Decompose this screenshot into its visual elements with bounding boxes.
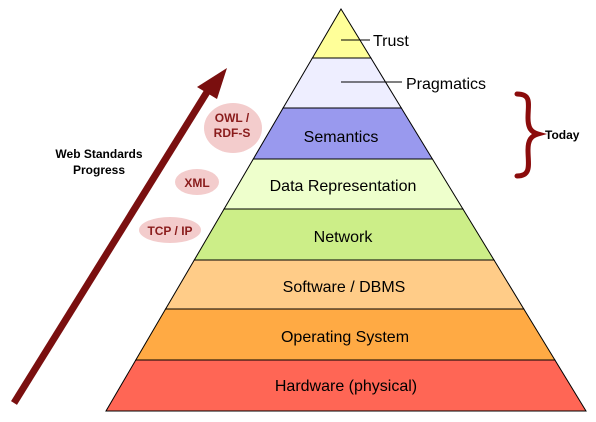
standard-badges: OWL / RDF-S XML TCP / IP <box>139 103 262 243</box>
badge-tcp-ip-label: TCP / IP <box>147 224 192 238</box>
badge-owl-rdfs <box>204 103 262 153</box>
pyramid-layer-trust <box>311 8 372 59</box>
progress-arrow-head <box>197 68 227 99</box>
layer-label-software-dbms: Software / DBMS <box>283 279 406 296</box>
layer-label-network: Network <box>314 229 374 246</box>
progress-arrow <box>11 68 227 405</box>
today-label: Today <box>545 128 580 142</box>
badge-tcp-ip <box>139 217 201 243</box>
layer-label-semantics: Semantics <box>304 129 379 146</box>
progress-label-line2: Progress <box>73 163 125 177</box>
pyramid-labels: Semantics Data Representation Network So… <box>270 129 418 395</box>
layer-label-data-representation: Data Representation <box>270 178 417 195</box>
callouts: Trust Pragmatics <box>341 33 486 93</box>
progress-arrow-shaft <box>11 82 215 405</box>
pyramid-layer-pragmatics <box>282 57 403 109</box>
brace-icon <box>514 91 548 179</box>
pragmatics-label: Pragmatics <box>406 76 486 93</box>
layer-label-hardware: Hardware (physical) <box>275 378 417 395</box>
badge-xml <box>175 169 219 195</box>
pyramid-layer-hardware <box>105 359 587 412</box>
layer-label-operating-system: Operating System <box>281 329 409 346</box>
trust-label: Trust <box>373 33 409 50</box>
progress-label-line1: Web Standards <box>55 147 142 161</box>
pyramid <box>105 8 587 412</box>
badge-xml-label: XML <box>184 176 209 190</box>
badge-owl-rdfs-line2: RDF-S <box>214 126 251 140</box>
badge-owl-rdfs-line1: OWL / <box>215 111 250 125</box>
today-brace: Today <box>514 91 580 179</box>
